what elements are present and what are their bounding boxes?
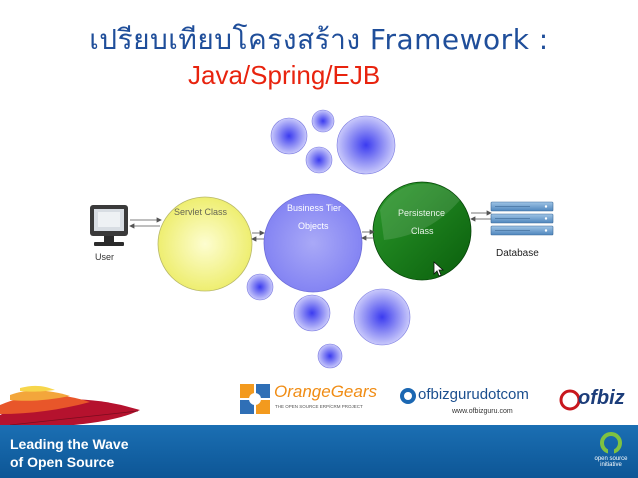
ofbiz-logo: ofbiz: [578, 387, 625, 409]
footer-bar: Leading the Wave of Open Source open sou…: [0, 425, 638, 478]
business-tier-label: Business Tier: [287, 203, 342, 213]
osi-logo-icon: [600, 432, 622, 454]
slide-title: เปรียบเทียบโครงสร้าง Framework :: [89, 23, 549, 56]
orangegears-logo-icon: [240, 384, 270, 414]
ofbiz-logo-icon: [559, 389, 581, 411]
user-label: User: [95, 252, 115, 262]
persistence-circle: [372, 181, 472, 281]
bubble: [305, 146, 333, 174]
apache-feather-icon: [0, 385, 140, 428]
bubble: [353, 288, 411, 346]
ofbizguru-logo-icon: [400, 388, 416, 404]
business-tier-circle: [263, 193, 363, 293]
bubble: [336, 115, 396, 175]
orangegears-tagline: THE OPEN SOURCE ERP/CRM PROJECT: [275, 404, 363, 409]
connection-arrows: [129, 210, 492, 242]
persistence-label: Persistence: [398, 208, 446, 218]
database-server-icon: [490, 201, 554, 236]
footer-line1: Leading the Wave: [10, 436, 129, 452]
servlet-circle: [157, 196, 253, 292]
cursor-icon: [433, 261, 445, 277]
business-objects-label: Objects: [298, 221, 329, 231]
bubble: [317, 343, 343, 369]
bubble: [293, 294, 331, 332]
ofbizguru-url: www.ofbizguru.com: [452, 408, 513, 415]
bubble: [270, 117, 308, 155]
servlet-label: Servlet Class: [174, 207, 228, 217]
orangegears-logo: OrangeGears: [274, 382, 377, 401]
slide-subtitle: Java/Spring/EJB: [188, 60, 381, 90]
database-label: Database: [496, 248, 539, 259]
bubble: [311, 109, 335, 133]
footer-line2: of Open Source: [10, 454, 115, 470]
persistence-class-label: Class: [411, 226, 434, 236]
computer-icon: [90, 205, 128, 246]
bubble: [246, 273, 274, 301]
ofbizguru-logo: ofbizgurudotcom: [418, 386, 529, 403]
osi-label: open source initiative: [594, 456, 628, 468]
